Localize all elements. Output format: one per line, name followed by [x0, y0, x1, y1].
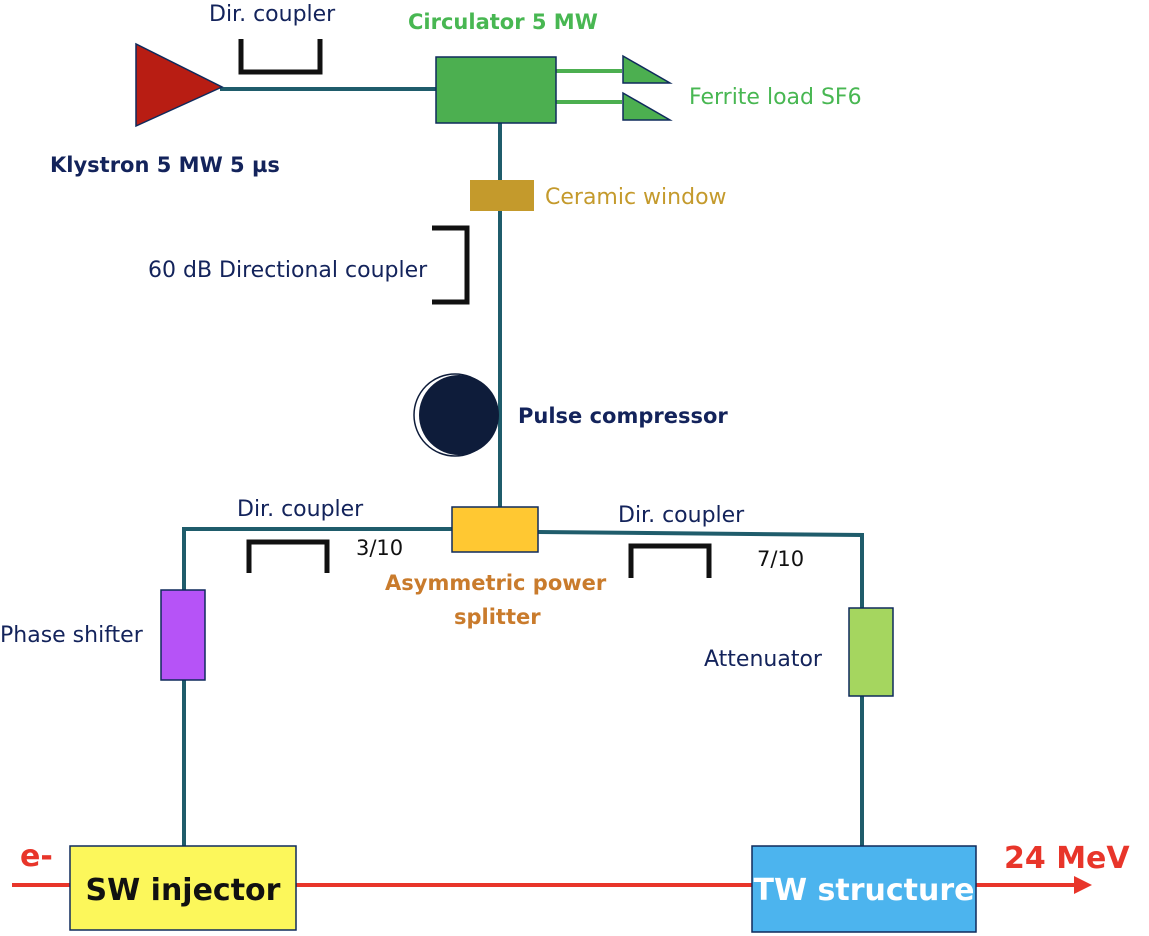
directional-coupler-60db-label: 60 dB Directional coupler	[148, 258, 428, 283]
circulator-box	[435, 56, 557, 124]
beam-line	[12, 876, 1092, 894]
ceramic-window-label: Ceramic window	[545, 185, 727, 210]
sw-injector	[69, 845, 297, 931]
tw-structure-label: TW structure	[754, 873, 975, 908]
ferrite-load-lines	[556, 69, 622, 104]
circulator-label: Circulator 5 MW	[408, 10, 598, 34]
klystron-label: Klystron 5 MW 5 µs	[50, 153, 280, 177]
ratio-right-label: 7/10	[757, 547, 804, 571]
dir-coupler-left-label: Dir. coupler	[237, 497, 364, 522]
waveguide-right-branch	[537, 530, 864, 608]
pulse-compressor-symbol	[413, 373, 499, 457]
dir-coupler-top-label: Dir. coupler	[209, 2, 336, 27]
ceramic-window	[470, 180, 534, 211]
tw-structure	[751, 845, 977, 933]
pulse-compressor-label: Pulse compressor	[518, 404, 728, 428]
ratio-left-label: 3/10	[356, 536, 403, 560]
ferrite-load-label: Ferrite load SF6	[689, 85, 862, 110]
splitter-label-line1: Asymmetric power	[385, 571, 607, 595]
electron-label: e-	[20, 839, 53, 874]
dir-coupler-right-bracket	[628, 543, 712, 578]
beam-arrow-head	[1074, 876, 1092, 894]
sw-injector-label: SW injector	[86, 873, 281, 908]
splitter-label-line2: splitter	[454, 605, 541, 629]
directional-coupler-60db-bracket	[432, 225, 470, 305]
ferrite-load-2	[622, 91, 673, 121]
klystron-symbol	[135, 42, 224, 128]
attenuator-label: Attenuator	[704, 647, 823, 672]
dir-coupler-left-bracket	[246, 539, 330, 573]
waveguide-left-branch	[182, 527, 452, 590]
power-splitter	[451, 506, 539, 553]
attenuator	[848, 607, 894, 697]
ferrite-load-1	[622, 54, 673, 84]
phase-shifter	[160, 589, 206, 681]
phase-shifter-label: Phase shifter	[0, 623, 144, 648]
energy-label: 24 MeV	[1004, 841, 1130, 876]
dir-coupler-right-label: Dir. coupler	[618, 503, 745, 528]
dir-coupler-top-bracket	[238, 39, 323, 75]
coupler-brackets	[238, 39, 712, 578]
